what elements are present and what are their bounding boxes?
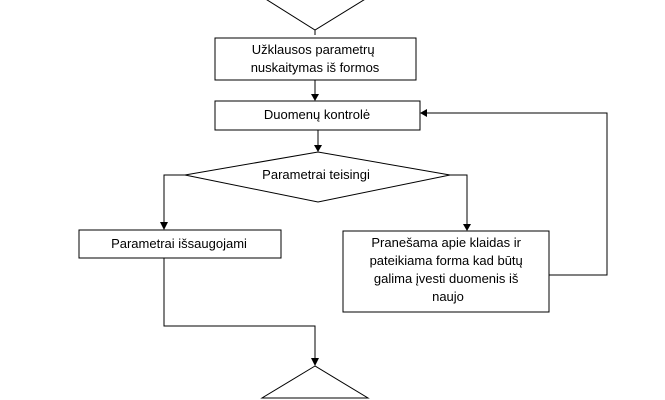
- process-read-parameters: Užklausos parametrų nuskaitymas iš formo…: [214, 37, 417, 81]
- connector-save-to-end: [163, 258, 316, 361]
- process-box: [214, 100, 421, 131]
- end-terminator: [260, 365, 370, 399]
- decision-diamond: [184, 151, 451, 203]
- arrowhead: [463, 224, 471, 231]
- process-label: Duomenų kontrolė: [264, 107, 370, 122]
- process-box: [78, 229, 282, 259]
- label-line: Parametrai išsaugojami: [111, 236, 247, 251]
- decision-label: Parametrai teisingi: [262, 167, 370, 182]
- process-label: Parametrai išsaugojami: [111, 236, 247, 251]
- start-terminator: [266, 0, 365, 31]
- arrowhead: [311, 358, 319, 366]
- process-data-control: Duomenų kontrolė: [214, 100, 421, 131]
- connector-error-loop-back: [424, 112, 608, 276]
- label-line: Parametrai teisingi: [262, 167, 370, 182]
- process-box: [214, 37, 417, 81]
- process-label: Pranešama apie klaidas ir pateikiama for…: [370, 235, 527, 304]
- connector-decision-to-save: [163, 174, 185, 225]
- process-save-parameters: Parametrai išsaugojami: [78, 229, 282, 259]
- label-line: galima įvesti duomenis iš: [374, 271, 519, 286]
- arrowhead: [311, 94, 319, 101]
- process-box: [342, 230, 550, 313]
- connectors: [160, 30, 608, 366]
- label-line: nuskaitymas iš formos: [251, 60, 380, 75]
- label-line: Duomenų kontrolė: [264, 107, 370, 122]
- decision-parameters-valid: Parametrai teisingi: [184, 151, 451, 203]
- process-report-errors: Pranešama apie klaidas ir pateikiama for…: [342, 230, 550, 313]
- label-line: naujo: [432, 289, 464, 304]
- label-line: pateikiama forma kad būtų: [370, 253, 523, 268]
- process-label: Užklausos parametrų nuskaitymas iš formo…: [251, 42, 380, 75]
- label-line: Užklausos parametrų: [252, 42, 375, 57]
- arrowhead: [420, 109, 427, 117]
- arrowhead: [160, 222, 168, 230]
- arrowhead: [314, 145, 322, 152]
- label-line: Pranešama apie klaidas ir: [371, 235, 521, 250]
- connector-decision-to-error: [450, 174, 468, 227]
